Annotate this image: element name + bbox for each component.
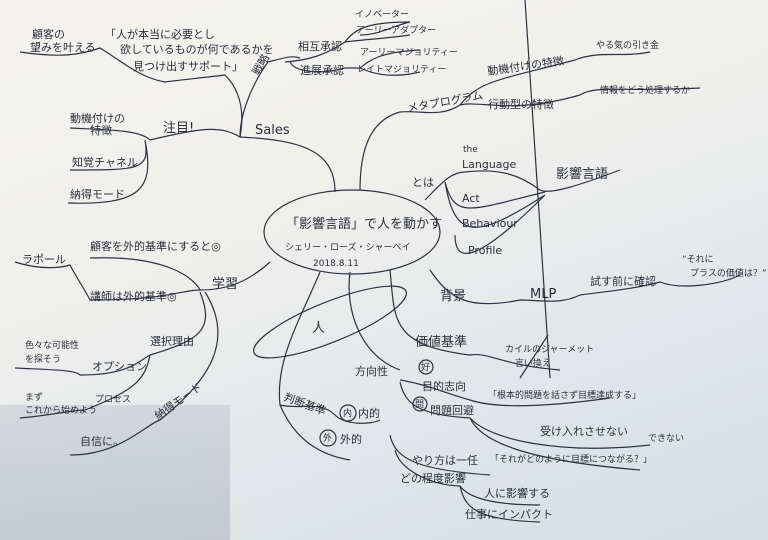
- avoid-label: 問題回避: [430, 403, 474, 417]
- internal-label: 内的: [358, 406, 380, 420]
- adopter-innovator: イノベーター: [355, 9, 409, 20]
- external-mark: 外: [323, 432, 332, 444]
- judgement-label: 判断基準: [282, 390, 328, 418]
- goal-mark: 好: [421, 361, 430, 373]
- start-2: これから始めよう: [25, 404, 97, 416]
- center-date: 2018.8.11: [313, 259, 359, 269]
- term-label: 影響言語: [556, 166, 608, 182]
- plus-1: “それに: [682, 254, 714, 265]
- goal-label: 目的志向: [422, 379, 466, 393]
- definition-label: とは: [412, 176, 434, 189]
- crossed-text-2: 言い換え: [515, 357, 551, 369]
- support-2: 欲しているものが何であるかを: [120, 42, 274, 56]
- process-label: プロセス: [95, 394, 131, 405]
- avoid-quote: 「それがどのように目標につながる？」: [490, 453, 652, 465]
- option-label: オプション: [92, 360, 147, 373]
- person-label: 人: [312, 321, 325, 336]
- mp-motivation-label: 動機付けの特徴: [486, 53, 564, 78]
- progress-label: 進展承認: [300, 63, 344, 77]
- support-3: 見つけ出すサポート」: [133, 59, 243, 73]
- direction-label: 方向性: [355, 364, 388, 378]
- avoid-mark: 問: [415, 399, 424, 410]
- branch-sales: [239, 56, 336, 193]
- confirm-label: 試す前に確認: [590, 274, 656, 288]
- perception-label: 知覚チャネル: [72, 155, 138, 169]
- paper-shadow: [0, 405, 230, 540]
- internal-mark: 内: [343, 407, 352, 419]
- language-label: Language: [462, 158, 517, 171]
- external-circle: [319, 429, 337, 447]
- act-label: Act: [462, 192, 480, 205]
- confidence-label: 自信に。: [80, 435, 124, 448]
- rapport-label: ラポール: [22, 253, 66, 266]
- center-title: 「影響言語」で人を動かす: [286, 216, 442, 232]
- adopter-early-majority: アーリーマジョリティー: [360, 47, 458, 58]
- values-label: 価値基準: [415, 334, 467, 350]
- mlp-label: MLP: [530, 287, 556, 302]
- learning-convince-label: 納得モード: [152, 380, 205, 422]
- work-label: 仕事にインパクト: [465, 508, 553, 521]
- possibilities-2: を探そう: [25, 353, 61, 365]
- branch-background: [429, 269, 741, 305]
- influence-label: どの程度影響: [400, 471, 466, 485]
- trigger-label: やる気の引き金: [596, 39, 659, 51]
- branch-learning-sub: [14, 291, 219, 456]
- customer-wish-1: 顧客の: [32, 27, 65, 41]
- start-1: まず: [25, 392, 43, 403]
- profile-label: Profile: [468, 244, 502, 257]
- delegate-label: やり方は一任: [412, 453, 478, 467]
- possibilities-1: 色々な可能性: [25, 339, 79, 351]
- focus-label: 注目!: [163, 121, 194, 136]
- branch-person: [278, 271, 401, 461]
- behavior-type-label: 行動型の特徴: [488, 97, 554, 111]
- convince-label: 納得モード: [70, 188, 125, 201]
- branch-influence: [389, 434, 541, 523]
- motivation-1: 動機付けの: [70, 111, 125, 125]
- crossed-text-1: カイルのジャーメット: [505, 344, 594, 355]
- cross-line-a: [524, 0, 551, 379]
- mutual-label: 相互承認: [298, 39, 342, 53]
- behaviour-label: Behaviour: [462, 217, 518, 230]
- center-author: シェリー・ローズ・シャーベイ: [285, 241, 411, 253]
- customer-wish-2: 望みを叶える: [30, 41, 96, 54]
- branch-direction: [389, 269, 651, 471]
- cannot-label: できない: [648, 433, 684, 444]
- external-label: 外的: [340, 432, 362, 446]
- internal-circle: [339, 404, 357, 422]
- background-label: 背景: [440, 289, 466, 304]
- cross-line-b: [519, 334, 549, 379]
- support-1: 「人が本当に必要とし: [105, 27, 215, 41]
- avoid-circle: [412, 396, 428, 412]
- center-ellipse: [263, 189, 441, 275]
- branch-definition: [424, 169, 621, 254]
- people-label: 人に影響する: [484, 486, 550, 500]
- branch-focus: [67, 127, 241, 204]
- teacher-external-label: 講師は外的基準◎: [90, 289, 177, 303]
- branch-strategy-sub: [284, 21, 421, 76]
- info-label: 情報をどう処理するか: [600, 84, 690, 96]
- motivation-2: 特徴: [90, 123, 112, 137]
- no-accept-label: 受け入れさせない: [540, 425, 628, 438]
- the-label: the: [463, 145, 478, 155]
- goal-circle: [418, 359, 434, 375]
- plus-2: プラスの価値は？”: [690, 267, 766, 279]
- sales-label: Sales: [255, 123, 290, 138]
- branch-metaprogram: [359, 51, 701, 191]
- learning-label: 学習: [212, 276, 238, 292]
- branch-learning: [14, 257, 271, 301]
- customer-external-label: 顧客を外的基準にすると◎: [90, 239, 221, 253]
- person-ellipse: [253, 285, 407, 359]
- adopter-early-adopter: アーリーアダプター: [356, 24, 436, 36]
- adopter-late-majority: レイトマジョリティー: [357, 64, 446, 75]
- reason-label: 選択理由: [150, 334, 194, 348]
- goal-quote: 「根本的問題を話さず目標達成する」: [488, 389, 641, 401]
- branch-support: [19, 47, 243, 138]
